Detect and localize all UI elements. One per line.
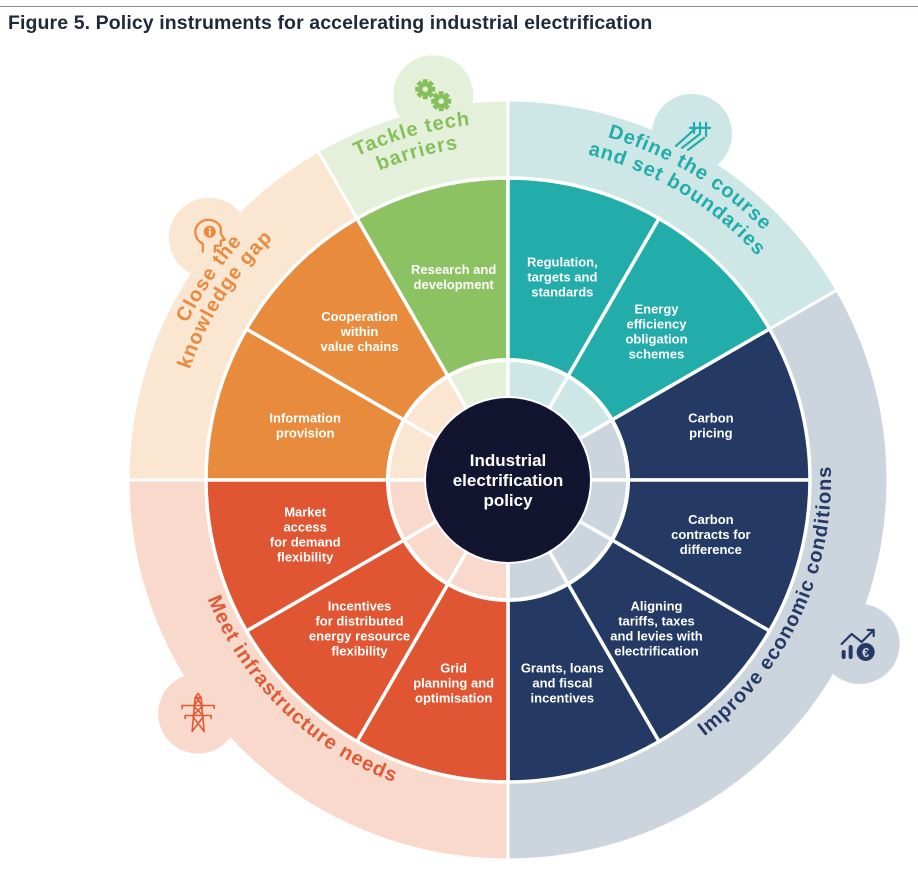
- category-icons: €: [181, 79, 875, 733]
- head-info-icon: [194, 218, 226, 253]
- center-circle: [426, 398, 590, 562]
- chart-euro-icon: €: [840, 628, 875, 661]
- svg-text:€: €: [862, 645, 869, 660]
- gears-icon: [415, 79, 452, 112]
- icon-bubble-infrastructure: [158, 673, 239, 754]
- icon-bubble-course: [652, 93, 733, 174]
- pylon-icon: [181, 692, 215, 733]
- outer-category-bands: [126, 55, 900, 862]
- figure-title: Figure 5. Policy instruments for acceler…: [8, 12, 653, 34]
- top-rule: [0, 6, 918, 7]
- icon-bubble-knowledge: [168, 197, 249, 278]
- road-fence-icon: [674, 121, 712, 151]
- icon-bubble-economic: [819, 603, 900, 684]
- inner-ring-border: [386, 358, 630, 602]
